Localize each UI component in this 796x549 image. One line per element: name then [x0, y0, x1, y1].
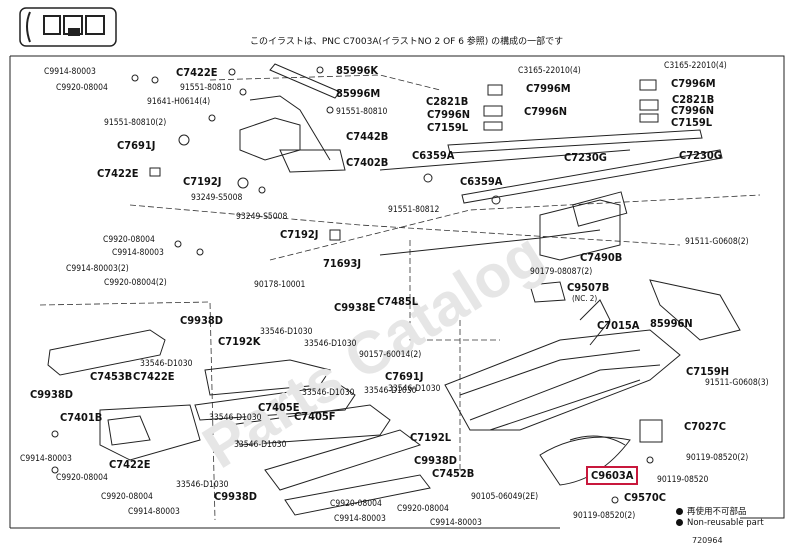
- part-label[interactable]: C7490B: [580, 251, 623, 264]
- part-label[interactable]: C7192L: [410, 431, 452, 444]
- part-label[interactable]: C9938E: [334, 301, 376, 314]
- part-label[interactable]: C9920-08004: [330, 499, 382, 509]
- part-label[interactable]: 91511-G0608(2): [685, 237, 749, 247]
- figure-id: 720964: [692, 536, 723, 545]
- part-label[interactable]: C9938D: [214, 490, 258, 503]
- part-label[interactable]: 90179-08087(2): [530, 267, 593, 277]
- part-label[interactable]: C7996N: [524, 105, 568, 118]
- part-label[interactable]: 33546-D1030: [260, 327, 313, 337]
- part-label[interactable]: C7453B: [90, 370, 133, 383]
- part-label[interactable]: (NC. 2): [572, 294, 598, 303]
- part-label[interactable]: C7230G: [564, 151, 607, 164]
- part-label[interactable]: C2821B: [672, 93, 715, 106]
- part-label[interactable]: C7192J: [183, 175, 222, 188]
- part-label[interactable]: C6359A: [460, 175, 503, 188]
- part-label[interactable]: C9914-80003: [334, 514, 386, 524]
- part-label[interactable]: 33546-D1030: [302, 388, 355, 398]
- part-label[interactable]: C7691J: [385, 370, 424, 383]
- part-label[interactable]: C7996N: [671, 104, 715, 117]
- part-label[interactable]: C7422E: [97, 167, 139, 180]
- part-label[interactable]: 33546-D1030: [388, 384, 441, 394]
- part-label[interactable]: 91551-80812: [388, 205, 440, 215]
- part-label[interactable]: 33546-D1030: [234, 440, 287, 450]
- part-label[interactable]: 91641-H0614(4): [147, 97, 211, 107]
- part-label[interactable]: 90119-08520: [657, 475, 709, 485]
- part-label[interactable]: C7027C: [684, 420, 727, 433]
- part-label[interactable]: C7405E: [258, 401, 300, 414]
- part-label[interactable]: 33546-D1030: [140, 359, 193, 369]
- part-label[interactable]: 33546-D1030: [176, 480, 229, 490]
- part-label[interactable]: C7192J: [280, 228, 319, 241]
- part-label[interactable]: C7230G: [679, 149, 722, 162]
- diagram-caption: このイラストは、PNC C7003A(イラストNO 2 OF 6 参照) の構成…: [250, 37, 564, 47]
- part-label[interactable]: 71693J: [323, 257, 362, 270]
- part-label[interactable]: 85996N: [650, 317, 693, 330]
- part-label[interactable]: C7401B: [60, 411, 103, 424]
- part-label[interactable]: 85996K: [336, 64, 379, 77]
- part-label[interactable]: 90119-08520(2): [573, 511, 636, 521]
- part-label[interactable]: 33546-D1030: [304, 339, 357, 349]
- part-label[interactable]: C3165-22010(4): [518, 66, 581, 76]
- part-label[interactable]: C9938D: [180, 314, 224, 327]
- part-label[interactable]: 90105-06049(2E): [471, 492, 539, 502]
- legend-nonreusable-en: Non-reusable part: [676, 518, 764, 528]
- part-label[interactable]: C9914-80003: [430, 518, 482, 528]
- part-label[interactable]: 85996M: [336, 87, 381, 100]
- part-label[interactable]: C7159H: [686, 365, 730, 378]
- part-label[interactable]: C9920-08004: [101, 492, 153, 502]
- part-label[interactable]: C9914-80003: [128, 507, 180, 517]
- part-label[interactable]: C9920-08004: [103, 235, 155, 245]
- part-label[interactable]: C2821B: [426, 95, 469, 108]
- legend-nonreusable-ja: 再使用不可部品: [676, 505, 747, 517]
- part-label[interactable]: 93249-S5008: [191, 193, 243, 203]
- part-label[interactable]: C7015A: [597, 319, 640, 332]
- part-label[interactable]: C7422E: [133, 370, 175, 383]
- part-label[interactable]: C7405F: [294, 410, 336, 423]
- part-label[interactable]: C9920-08004: [56, 83, 108, 93]
- part-label[interactable]: 93249-S5008: [236, 212, 288, 222]
- part-label[interactable]: 90178-10001: [254, 280, 306, 290]
- part-label[interactable]: C9914-80003: [20, 454, 72, 464]
- part-label[interactable]: C7402B: [346, 156, 389, 169]
- part-label[interactable]: C9507B: [567, 281, 610, 294]
- part-label[interactable]: C7442B: [346, 130, 389, 143]
- part-label[interactable]: 90157-60014(2): [359, 350, 422, 360]
- part-label[interactable]: C7996N: [427, 108, 471, 121]
- part-label[interactable]: C7159L: [671, 116, 713, 129]
- part-label[interactable]: C9914-80003: [44, 67, 96, 77]
- part-label[interactable]: C9914-80003(2): [66, 264, 129, 274]
- part-label[interactable]: C7996M: [671, 77, 716, 90]
- part-label[interactable]: C7691J: [117, 139, 156, 152]
- part-label[interactable]: 33546-D1030: [209, 413, 262, 423]
- part-label[interactable]: C7422E: [109, 458, 151, 471]
- part-label[interactable]: C7192K: [218, 335, 261, 348]
- part-label[interactable]: 90119-08520(2): [686, 453, 749, 463]
- part-label[interactable]: C7996M: [526, 82, 571, 95]
- part-label[interactable]: 91551-80810: [180, 83, 232, 93]
- part-label[interactable]: C3165-22010(4): [664, 61, 727, 71]
- part-label[interactable]: C9938D: [30, 388, 74, 401]
- part-label[interactable]: C7159L: [427, 121, 469, 134]
- part-label[interactable]: C9920-08004: [56, 473, 108, 483]
- part-label[interactable]: 91551-80810(2): [104, 118, 167, 128]
- part-label[interactable]: C9914-80003: [112, 248, 164, 258]
- part-label[interactable]: C6359A: [412, 149, 455, 162]
- part-label[interactable]: C7422E: [176, 66, 218, 79]
- part-label[interactable]: 91551-80810: [336, 107, 388, 117]
- part-label[interactable]: C9920-08004(2): [104, 278, 167, 288]
- part-label[interactable]: C7485L: [377, 295, 419, 308]
- part-label[interactable]: C9570C: [624, 491, 667, 504]
- part-label[interactable]: 91511-G0608(3): [705, 378, 769, 388]
- part-label[interactable]: C9938D: [414, 454, 458, 467]
- highlighted-part-label[interactable]: C9603A: [586, 466, 639, 485]
- part-label[interactable]: C9920-08004: [397, 504, 449, 514]
- legend-dot-icon: [676, 508, 683, 515]
- brand-logo-icon: [19, 7, 117, 47]
- frame-border: [10, 55, 785, 519]
- part-label[interactable]: C7452B: [432, 467, 475, 480]
- part-label[interactable]: 33546-D1030: [364, 386, 417, 396]
- legend-dot-icon: [676, 519, 683, 526]
